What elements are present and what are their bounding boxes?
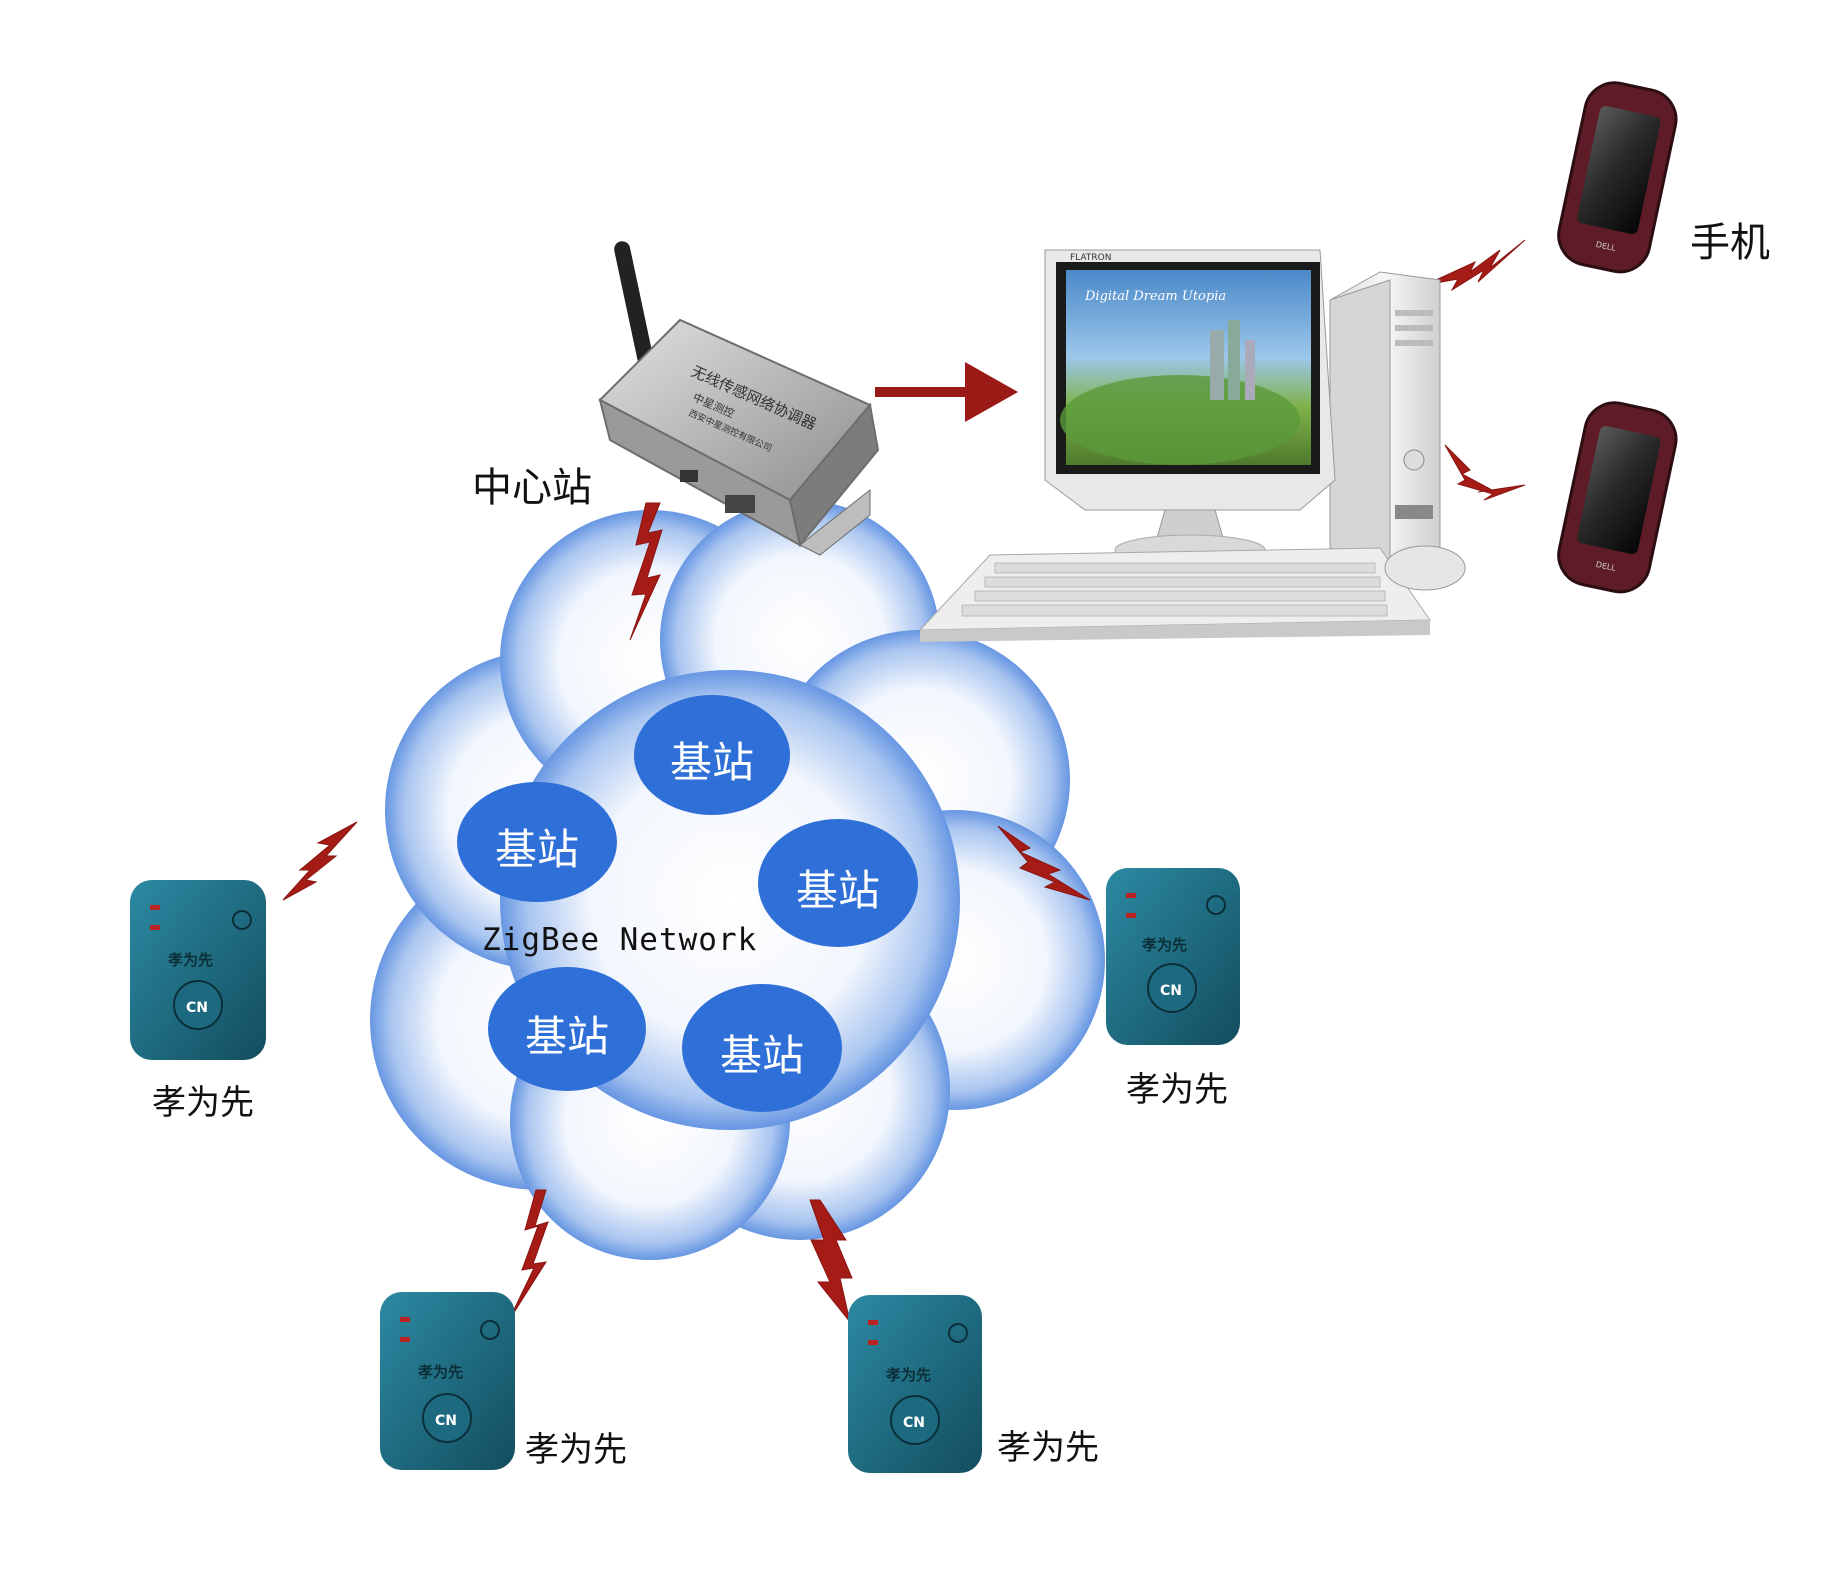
terminal-4: 孝为先 CN: [848, 1295, 982, 1473]
lightning-icon: [809, 1199, 853, 1323]
data-flow-arrow: [875, 362, 1018, 422]
svg-text:孝为先: 孝为先: [417, 1363, 463, 1381]
coordinator-device: 无线传感网络协调器 中星测控 西安中星测控有限公司: [598, 241, 880, 556]
lightning-icon: [282, 821, 358, 901]
sun-icon: [948, 1323, 968, 1343]
sun-icon: [480, 1320, 500, 1340]
computer: Digital Dream Utopia FLATRON: [918, 249, 1466, 642]
base-station-label-5: 基站: [719, 1031, 804, 1080]
terminal-1: 孝为先 CN: [130, 880, 266, 1060]
base-station-2: [457, 782, 617, 902]
terminal-label-1: 孝为先: [152, 1083, 254, 1123]
phone-top: DELL: [1557, 81, 1678, 274]
terminal-3: 孝为先 CN: [380, 1292, 515, 1470]
logo-icon: [422, 1393, 472, 1443]
center-station-label: 中心站: [472, 465, 592, 511]
logo-icon: [890, 1395, 940, 1445]
pc-tower: [1329, 271, 1441, 571]
svg-text:DELL: DELL: [1595, 560, 1617, 573]
svg-text:孝为先: 孝为先: [885, 1366, 931, 1384]
lightning-icon: [997, 825, 1091, 901]
terminal-label-4: 孝为先: [997, 1428, 1099, 1468]
base-station-label-1: 基站: [669, 738, 754, 787]
wireless-links: [282, 239, 1526, 1323]
logo-icon: [173, 980, 223, 1030]
svg-text:CN: CN: [186, 1000, 208, 1016]
terminal-label-3: 孝为先: [525, 1430, 627, 1470]
phone-bottom: DELL: [1557, 401, 1678, 594]
base-station-1: [634, 695, 790, 815]
mouse: [1384, 545, 1466, 591]
svg-text:DELL: DELL: [1595, 240, 1617, 253]
base-station-5: [682, 984, 842, 1112]
base-station-label-3: 基站: [795, 866, 880, 915]
lightning-icon: [507, 1189, 549, 1323]
monitor-screen-text: Digital Dream Utopia: [1084, 289, 1226, 304]
lightning-icon: [1444, 444, 1526, 501]
svg-text:CN: CN: [435, 1413, 457, 1429]
phone-label: 手机: [1690, 220, 1770, 266]
zigbee-network-label: ZigBee Network: [482, 922, 758, 958]
lightning-icon: [629, 502, 663, 641]
svg-text:孝为先: 孝为先: [167, 951, 213, 969]
monitor-brand: FLATRON: [1070, 253, 1111, 263]
monitor: Digital Dream Utopia FLATRON: [1044, 249, 1336, 566]
svg-text:CN: CN: [903, 1415, 925, 1431]
base-station-label-2: 基站: [494, 825, 579, 874]
lightning-icon: [1424, 239, 1526, 292]
svg-text:CN: CN: [1160, 983, 1182, 999]
sun-icon: [232, 910, 252, 930]
terminal-2: 孝为先 CN: [1106, 868, 1240, 1045]
logo-icon: [1147, 963, 1197, 1013]
svg-text:孝为先: 孝为先: [1141, 936, 1187, 954]
base-station-label-4: 基站: [524, 1012, 609, 1061]
base-station-3: [758, 819, 918, 947]
keyboard: [918, 547, 1431, 642]
terminal-label-2: 孝为先: [1126, 1070, 1228, 1110]
base-station-4: [488, 967, 646, 1091]
sun-icon: [1206, 895, 1226, 915]
